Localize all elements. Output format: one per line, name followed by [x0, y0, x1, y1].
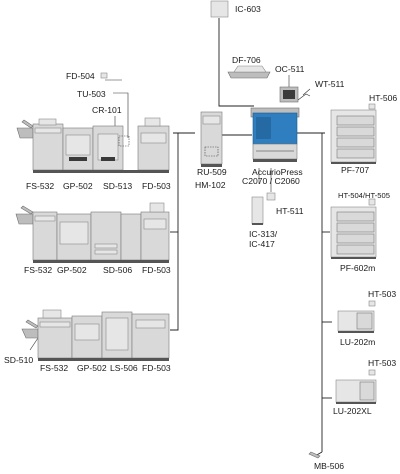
row1-finisher-line	[16, 117, 170, 173]
lu-202m-label: LU-202m	[340, 337, 375, 347]
ht-506-label: HT-506	[369, 93, 397, 103]
tu-503-label: TU-503	[77, 89, 106, 99]
ic-603-label: IC-603	[235, 4, 261, 14]
row3-finisher-line	[21, 309, 170, 361]
lu-202m-unit	[337, 310, 375, 333]
ht-504-505-unit	[368, 198, 376, 206]
fd-504-label: FD-504	[66, 71, 95, 81]
lu-202xl-label: LU-202XL	[333, 406, 372, 416]
ru-509-label: RU-509	[197, 167, 227, 177]
row3-ls-506-label: LS-506	[110, 363, 138, 373]
df-706-label: DF-706	[232, 55, 261, 65]
ht-511-unit	[266, 192, 276, 201]
cr-101-label: CR-101	[92, 105, 122, 115]
row3-fs-532-label: FS-532	[40, 363, 68, 373]
fd-504-unit	[100, 72, 108, 79]
ic-313-label-line2: IC-417	[249, 239, 275, 249]
oc-511-unit	[279, 86, 299, 103]
row1-sd-513-label: SD-513	[103, 181, 132, 191]
ht-504-505-label: HT-504/HT-505	[338, 191, 390, 200]
row3-gp-502-label: GP-502	[77, 363, 107, 373]
wt-511-unit	[297, 93, 311, 101]
row2-fd-503-label: FD-503	[142, 265, 171, 275]
ic-603-unit	[210, 0, 229, 18]
hm-102-label: HM-102	[195, 180, 226, 190]
ht-503-label-b: HT-503	[368, 358, 396, 368]
row3-fd-503-label: FD-503	[142, 363, 171, 373]
row1-gp-502-label: GP-502	[63, 181, 93, 191]
main-unit	[250, 107, 300, 162]
ic-313-unit	[251, 196, 264, 225]
main-unit-label-line2: C2070 / C2060	[242, 176, 300, 186]
row2-sd-506-label: SD-506	[103, 265, 132, 275]
ic-313-label-line1: IC-313/	[249, 229, 278, 239]
ht-511-label: HT-511	[276, 206, 304, 216]
ht-503-label-a: HT-503	[368, 289, 396, 299]
pf-707-unit	[330, 109, 377, 164]
row1-fs-532-label: FS-532	[26, 181, 54, 191]
ht-503-unit-b	[368, 369, 376, 376]
connector-lines	[29, 18, 332, 457]
row1-fd-503-label: FD-503	[142, 181, 171, 191]
mb-506-label: MB-506	[314, 461, 344, 471]
oc-511-label: OC-511	[275, 64, 305, 74]
pf-602m-unit	[330, 206, 377, 259]
ht-506-unit	[368, 103, 376, 110]
sd-510-label: SD-510	[4, 355, 33, 365]
row2-fs-532-label: FS-532	[24, 265, 52, 275]
main-unit-label-line1: AccurioPress	[252, 167, 303, 177]
ru-509-hm-102-unit	[200, 111, 223, 167]
pf-602m-label: PF-602m	[340, 263, 375, 273]
wt-511-label: WT-511	[315, 79, 345, 89]
mb-506-unit	[308, 451, 321, 459]
ht-503-unit-a	[368, 300, 376, 307]
df-706-unit	[227, 65, 271, 79]
row2-gp-502-label: GP-502	[57, 265, 87, 275]
row2-finisher-line	[15, 202, 170, 263]
lu-202xl-unit	[335, 379, 377, 404]
pf-707-label: PF-707	[341, 165, 369, 175]
